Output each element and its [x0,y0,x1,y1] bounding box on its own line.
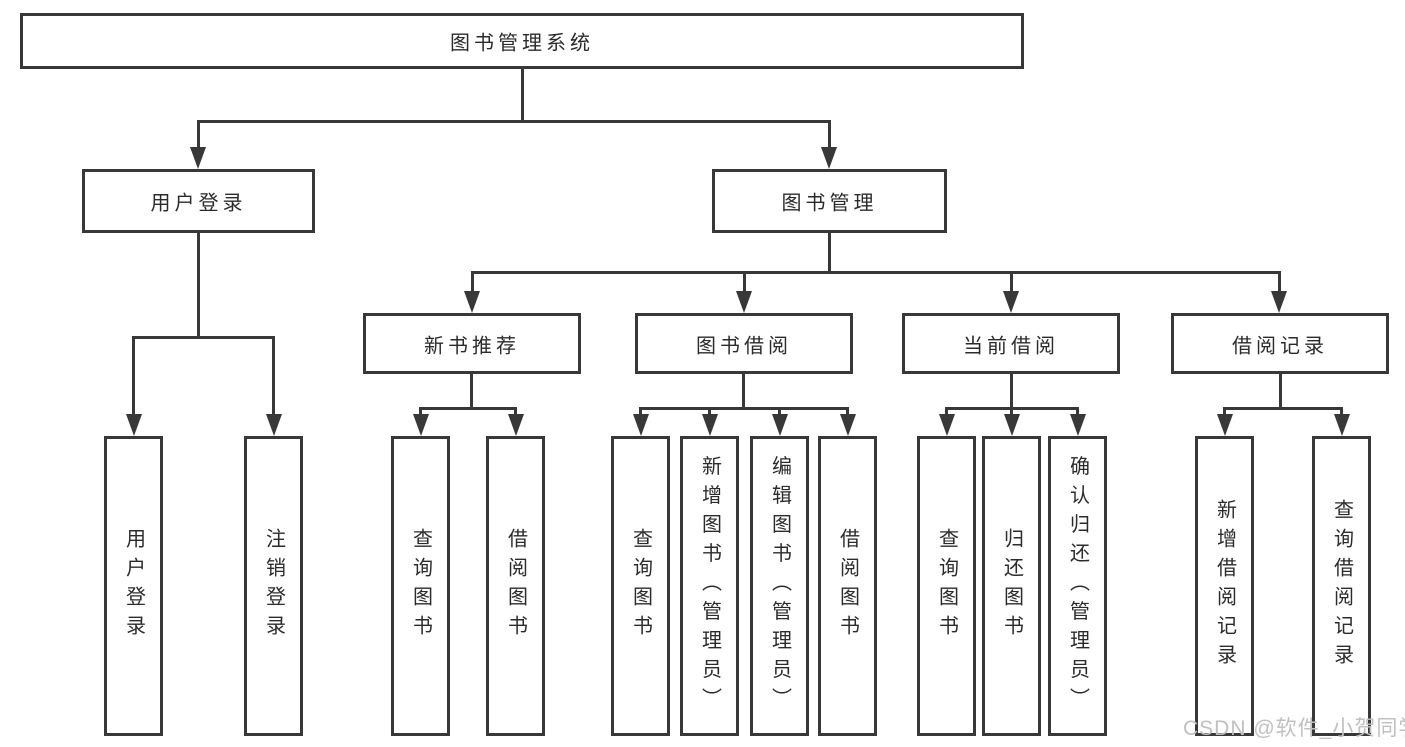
leaf-edit-book-admin: 编辑图书（管理员） [750,436,809,736]
connector-bookborrow-drop-3 [778,407,781,416]
connector-bookborrow-drop-4 [846,407,849,416]
connector-bookmgmt-drop-4 [1278,271,1281,293]
connector-bookborrow-drop-1 [639,407,642,416]
connector-newbook-drop-1 [419,407,422,416]
arrowhead-current-borrow [1003,291,1019,313]
connector-bookborrow-drop-2 [708,407,711,416]
node-book-borrow-label: 图书借阅 [696,335,792,357]
connector-root-drop-right [828,120,831,149]
connector-currentborrow-drop-3 [1076,407,1079,416]
arrowhead-bookborrow-leaf-2 [702,414,718,436]
connector-records-stem [1279,374,1282,407]
connector-userlogin-stem [197,233,200,336]
connector-currentborrow-drop-2 [1010,407,1013,416]
leaf-user-login: 用户登录 [104,436,163,736]
leaf-borrow-borrow-books-label: 借阅图书 [836,528,859,644]
node-new-book-recommend: 新书推荐 [363,313,581,374]
arrowhead-newbook-leaf-1 [413,414,429,436]
arrowhead-currentborrow-leaf-2 [1004,414,1020,436]
connector-root-branch [197,120,831,123]
arrowhead-bookborrow-leaf-1 [633,414,649,436]
node-book-borrow: 图书借阅 [635,313,853,374]
arrowhead-user-login [190,147,206,169]
node-borrow-records-label: 借阅记录 [1232,335,1328,357]
arrowhead-bookborrow-leaf-3 [772,414,788,436]
connector-records-branch [1223,407,1343,410]
connector-bookborrow-branch [639,407,849,410]
leaf-logout-label: 注销登录 [262,528,285,644]
arrowhead-login-leaf [126,414,142,436]
node-borrow-records: 借阅记录 [1171,313,1389,374]
node-book-management: 图书管理 [712,169,947,233]
node-user-login-label: 用户登录 [150,192,247,215]
leaf-query-borrow-record-label: 查询借阅记录 [1330,499,1353,673]
connector-records-drop-1 [1223,407,1226,416]
arrowhead-currentborrow-leaf-3 [1070,414,1086,436]
leaf-query-borrow-record: 查询借阅记录 [1312,436,1371,736]
connector-bookmgmt-drop-1 [471,271,474,293]
connector-userlogin-branch [132,336,275,339]
connector-userlogin-drop-2 [272,336,275,416]
connector-newbook-drop-2 [514,407,517,416]
connector-bookmgmt-stem [828,233,831,271]
csdn-watermark: CSDN @软件_小贺同学 [1183,717,1405,740]
leaf-confirm-return-admin: 确认归还（管理员） [1048,436,1107,736]
leaf-current-query-books: 查询图书 [917,436,976,736]
leaf-newbook-query-books: 查询图书 [391,436,450,736]
arrowhead-book-management [821,147,837,169]
arrowhead-records-leaf-1 [1217,414,1233,436]
arrowhead-book-borrow [736,291,752,313]
connector-root-stem [521,69,524,120]
connector-currentborrow-stem [1010,374,1013,407]
arrowhead-borrow-records [1271,291,1287,313]
arrowhead-currentborrow-leaf-1 [939,414,955,436]
leaf-edit-book-admin-label: 编辑图书（管理员） [768,455,791,717]
leaf-add-book-admin-label: 新增图书（管理员） [698,455,721,717]
leaf-add-borrow-record: 新增借阅记录 [1195,436,1254,736]
leaf-newbook-borrow-books-label: 借阅图书 [504,528,527,644]
leaf-current-query-books-label: 查询图书 [935,528,958,644]
leaf-newbook-query-books-label: 查询图书 [409,528,432,644]
connector-bookmgmt-drop-3 [1010,271,1013,293]
leaf-borrow-borrow-books: 借阅图书 [818,436,877,736]
connector-bookmgmt-branch [471,271,1281,274]
connector-currentborrow-drop-1 [945,407,948,416]
leaf-user-login-label: 用户登录 [122,528,145,644]
connector-root-drop-left [197,120,200,149]
leaf-return-books-label: 归还图书 [1000,528,1023,644]
leaf-add-book-admin: 新增图书（管理员） [680,436,739,736]
node-current-borrow-label: 当前借阅 [963,335,1059,357]
leaf-return-books: 归还图书 [982,436,1041,736]
node-root-label: 图书管理系统 [450,32,594,55]
connector-newbook-branch [419,407,517,410]
arrowhead-logout-leaf [266,414,282,436]
leaf-confirm-return-admin-label: 确认归还（管理员） [1066,455,1089,717]
leaf-borrow-query-books-label: 查询图书 [629,528,652,644]
leaf-newbook-borrow-books: 借阅图书 [486,436,545,736]
arrowhead-newbook-leaf-2 [508,414,524,436]
leaf-logout: 注销登录 [244,436,303,736]
connector-records-drop-2 [1340,407,1343,416]
arrowhead-records-leaf-2 [1334,414,1350,436]
connector-newbook-stem [470,374,473,407]
arrowhead-new-book [464,291,480,313]
leaf-borrow-query-books: 查询图书 [611,436,670,736]
node-current-borrow: 当前借阅 [902,313,1120,374]
node-user-login: 用户登录 [82,169,315,233]
connector-bookmgmt-drop-2 [743,271,746,293]
node-book-management-label: 图书管理 [781,192,878,215]
connector-userlogin-drop-1 [132,336,135,416]
connector-bookborrow-stem [742,374,745,407]
leaf-add-borrow-record-label: 新增借阅记录 [1213,499,1236,673]
node-new-book-recommend-label: 新书推荐 [424,335,520,357]
arrowhead-bookborrow-leaf-4 [840,414,856,436]
node-root: 图书管理系统 [20,13,1024,69]
